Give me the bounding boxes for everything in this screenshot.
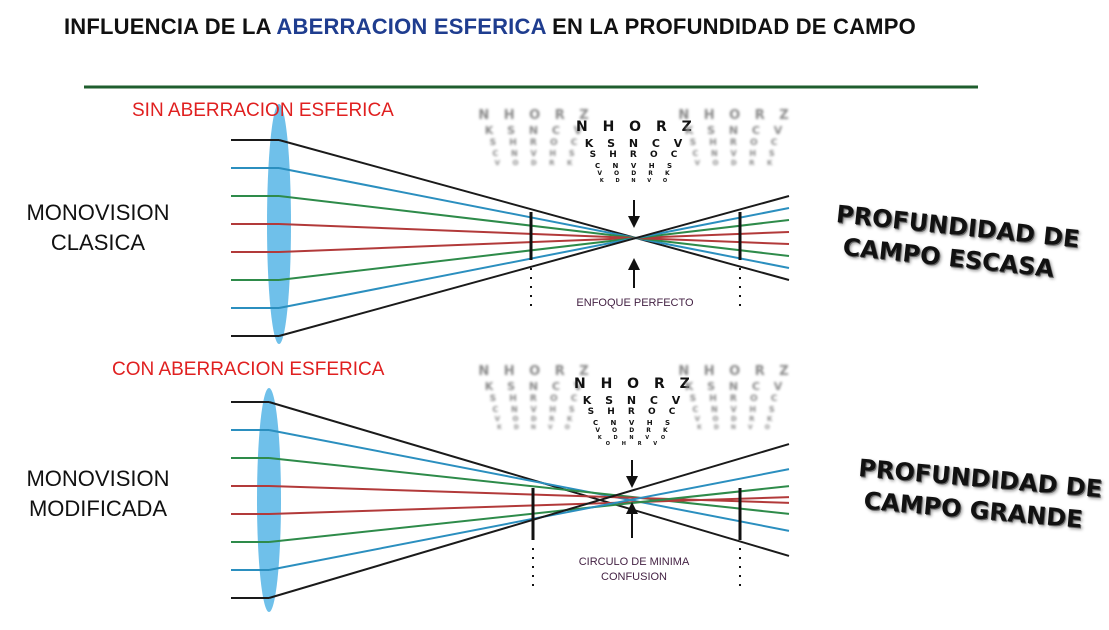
bottom-heading: CON ABERRACION ESFERICA: [112, 359, 385, 380]
bottom-left-label-line2: MODIFICADA: [28, 496, 168, 521]
refracted-ray: [268, 443, 790, 599]
bottom-rays: [231, 401, 790, 599]
refracted-ray: [278, 195, 790, 337]
title-highlight: ABERRACION ESFERICA: [276, 14, 546, 39]
refracted-ray: [268, 485, 790, 543]
bottom-depth-markers: [531, 488, 742, 590]
top-left-label: MONOVISION CLASICA: [14, 198, 182, 258]
refracted-ray: [278, 139, 790, 281]
top-focus-label: ENFOQUE PERFECTO: [576, 297, 694, 309]
title-part1: INFLUENCIA DE LA: [64, 14, 277, 39]
refracted-ray: [268, 457, 790, 515]
refracted-ray: [278, 207, 790, 309]
bottom-focus-label-line2: CONFUSION: [601, 571, 667, 583]
refracted-ray: [268, 496, 790, 515]
title-part2: EN LA PROFUNDIDAD DE CAMPO: [545, 14, 916, 39]
top-left-label-line1: MONOVISION: [26, 200, 170, 225]
top-left-label-line2: CLASICA: [50, 230, 146, 255]
top-heading: SIN ABERRACION ESFERICA: [132, 100, 394, 121]
refracted-ray: [278, 167, 790, 269]
refracted-ray: [268, 468, 790, 571]
refracted-ray: [278, 219, 790, 281]
top-depth-markers: [529, 212, 742, 312]
bottom-focus-label-line1: CIRCULO DE MINIMA: [578, 556, 690, 568]
refracted-ray: [278, 195, 790, 257]
bottom-left-label: MONOVISION MODIFICADA: [14, 464, 182, 524]
refracted-ray: [268, 429, 790, 532]
bottom-focus-arrows: [626, 460, 638, 538]
refracted-ray: [268, 401, 790, 557]
page-title: INFLUENCIA DE LA ABERRACION ESFERICA EN …: [64, 14, 916, 40]
refracted-ray: [278, 223, 790, 245]
bottom-lens: [257, 388, 281, 612]
top-rays: [231, 139, 790, 337]
top-focus-arrows: [628, 200, 640, 288]
bottom-left-label-line1: MONOVISION: [26, 466, 170, 491]
refracted-ray: [278, 231, 790, 253]
bottom-focus-label: CIRCULO DE MINIMA CONFUSION: [554, 555, 714, 585]
